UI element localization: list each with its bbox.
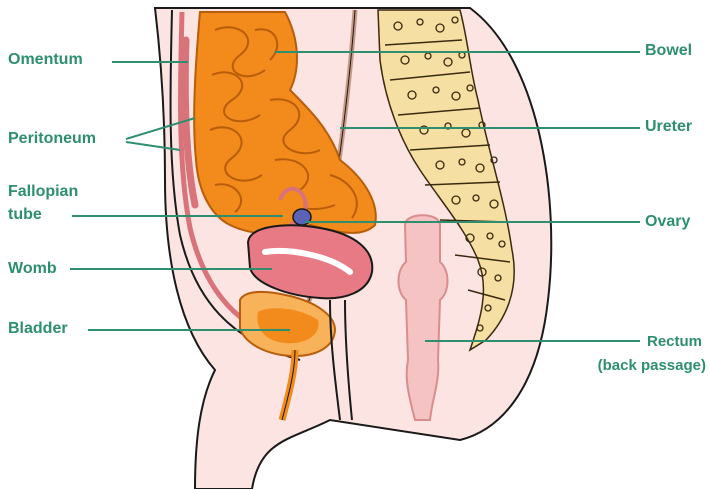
label-rectum-line1: Rectum <box>647 331 702 352</box>
label-ovary: Ovary <box>645 212 690 232</box>
label-ureter: Ureter <box>645 117 692 137</box>
label-bowel: Bowel <box>645 41 692 61</box>
label-fallopian-line1: Fallopian <box>8 182 78 202</box>
label-bladder: Bladder <box>8 319 68 339</box>
label-fallopian-line2: tube <box>8 205 42 225</box>
label-rectum-line2: (back passage) <box>598 355 706 376</box>
leader-peritoneum-b <box>126 142 180 150</box>
label-womb: Womb <box>8 259 57 279</box>
label-omentum: Omentum <box>8 50 83 70</box>
label-peritoneum: Peritoneum <box>8 129 96 149</box>
leader-peritoneum-a <box>126 118 195 139</box>
